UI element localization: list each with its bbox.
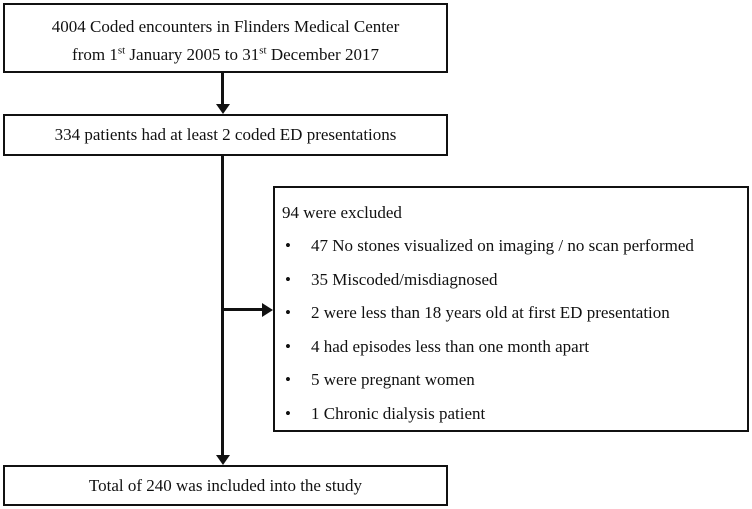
arrow-stem-encounters-to-patients bbox=[221, 73, 224, 105]
encounters-line2-c: December 2017 bbox=[266, 45, 379, 64]
excluded-item-text: 1 Chronic dialysis patient bbox=[311, 403, 486, 423]
ordinal-superscript: st bbox=[117, 44, 126, 57]
bullet-icon: • bbox=[285, 303, 291, 323]
excluded-item-text: 35 Miscoded/misdiagnosed bbox=[311, 269, 498, 289]
arrowhead-down-icon bbox=[215, 455, 230, 465]
box-patients-two-presentations: 334 patients had at least 2 coded ED pre… bbox=[3, 114, 448, 156]
excluded-item: • 47 No stones visualized on imaging / n… bbox=[282, 230, 741, 264]
encounters-line2-a: from 1 bbox=[72, 45, 118, 64]
box-total-included: Total of 240 was included into the study bbox=[3, 465, 448, 506]
excluded-item: • 5 were pregnant women bbox=[282, 364, 741, 398]
excluded-item-text: 4 had episodes less than one month apart bbox=[311, 336, 590, 356]
excluded-item-text: 2 were less than 18 years old at first E… bbox=[311, 303, 670, 323]
bullet-icon: • bbox=[285, 370, 291, 390]
ordinal-superscript: st bbox=[259, 44, 267, 57]
encounters-line1: 4004 Coded encounters in Flinders Medica… bbox=[51, 17, 400, 36]
excluded-title: 94 were excluded bbox=[282, 202, 402, 222]
bullet-icon: • bbox=[285, 269, 291, 289]
bullet-icon: • bbox=[285, 236, 291, 256]
bullet-icon: • bbox=[285, 336, 291, 356]
arrowhead-down-icon bbox=[215, 104, 230, 114]
arrow-stem-branch-excluded bbox=[223, 308, 263, 311]
bullet-icon: • bbox=[285, 403, 291, 423]
excluded-item-text: 5 were pregnant women bbox=[311, 370, 475, 390]
excluded-item: • 4 had episodes less than one month apa… bbox=[282, 330, 741, 364]
box-coded-encounters: 4004 Coded encounters in Flinders Medica… bbox=[3, 3, 448, 73]
encounters-line2: from 1st January 2005 to 31st December 2… bbox=[5, 41, 446, 69]
total-text: Total of 240 was included into the study bbox=[88, 475, 363, 495]
excluded-item-text: 47 No stones visualized on imaging / no … bbox=[311, 236, 694, 256]
excluded-item: • 1 Chronic dialysis patient bbox=[282, 397, 741, 431]
excluded-item: • 2 were less than 18 years old at first… bbox=[282, 297, 741, 331]
arrow-stem-patients-to-total bbox=[221, 156, 224, 455]
encounters-line2-b: January 2005 to 31 bbox=[125, 45, 260, 64]
excluded-item: • 35 Miscoded/misdiagnosed bbox=[282, 263, 741, 297]
box-excluded: 94 were excluded • 47 No stones visualiz… bbox=[273, 186, 749, 432]
patients-text: 334 patients had at least 2 coded ED pre… bbox=[54, 125, 397, 144]
arrowhead-right-icon bbox=[262, 302, 273, 317]
